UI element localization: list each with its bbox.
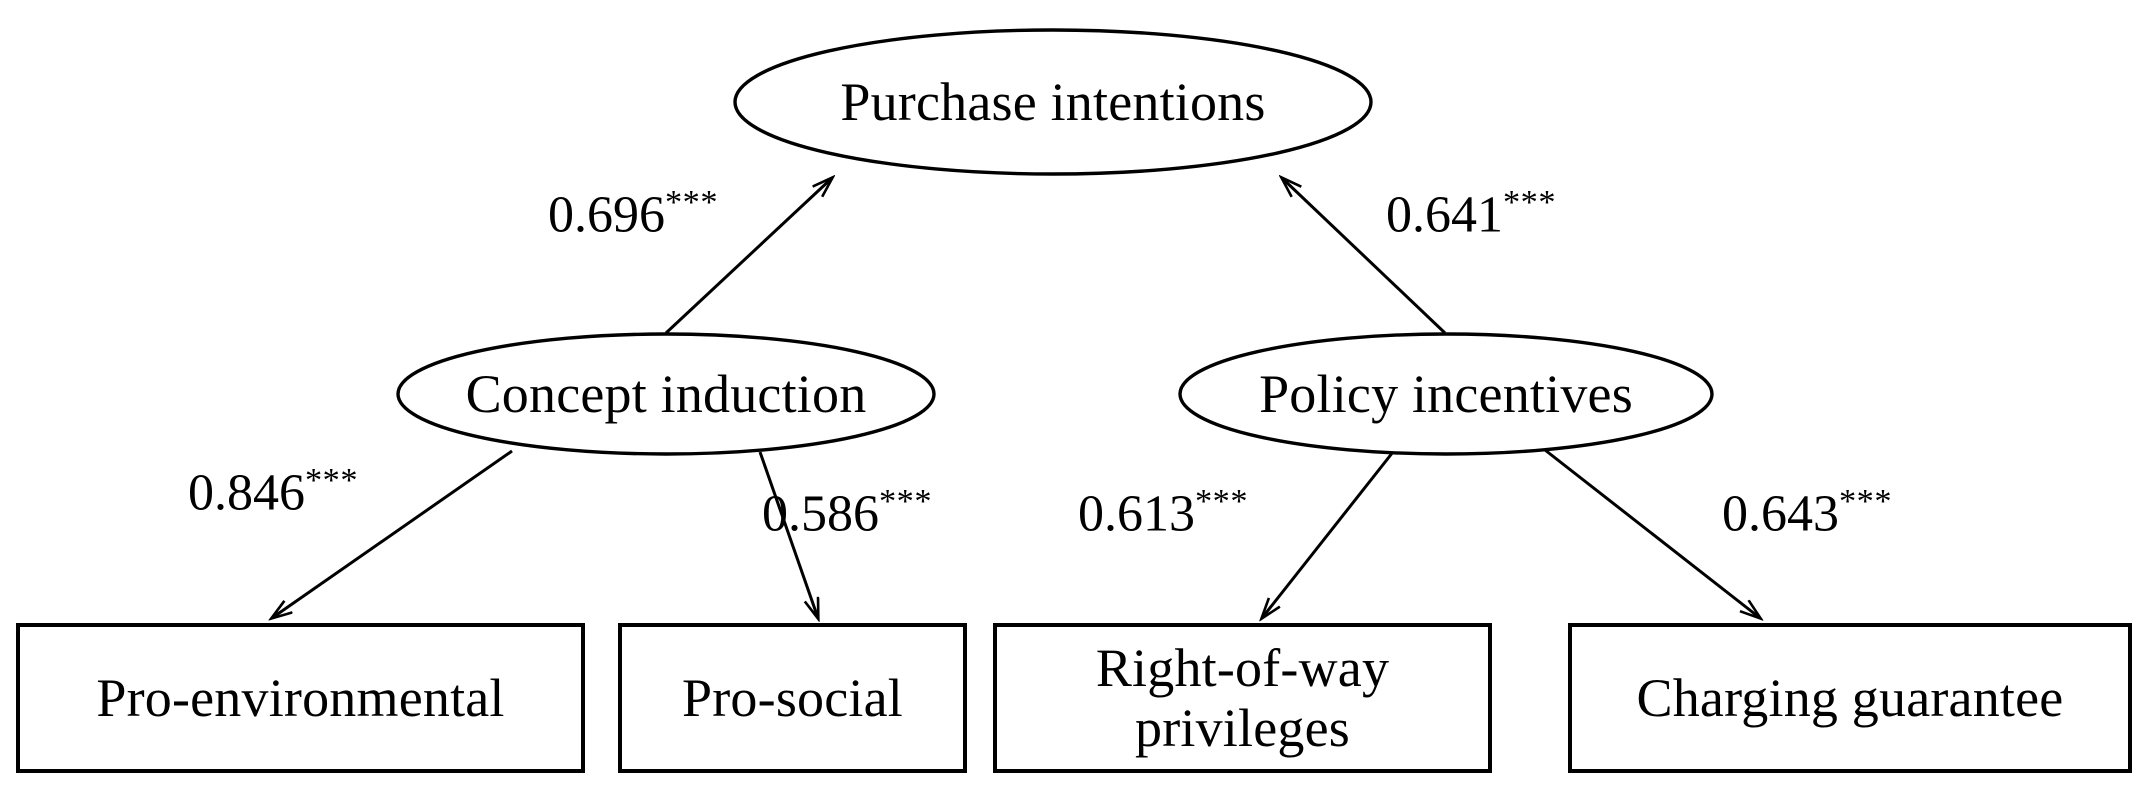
path-line-concept-to-proenv (272, 449, 513, 618)
coefficient-value: 0.643 (1722, 485, 1839, 543)
significance-stars: *** (1195, 482, 1248, 520)
node-shape-policy-incentives[interactable] (1178, 332, 1714, 456)
coefficient-value: 0.641 (1386, 186, 1503, 244)
significance-stars: *** (1839, 482, 1892, 520)
node-shape-pro-social[interactable] (618, 623, 967, 773)
node-shape-right-of-way-privileges[interactable] (993, 623, 1492, 773)
coefficient-value: 0.696 (548, 186, 665, 244)
path-line-policy-to-rightofway (1262, 451, 1395, 618)
significance-stars: *** (305, 461, 358, 499)
path-line-concept-to-prosocial (758, 451, 818, 618)
path-coefficient-concept-to-proenv: 0.846*** (188, 463, 358, 519)
path-coefficient-policy-to-rightofway: 0.613*** (1078, 484, 1248, 540)
path-line-concept-to-purchase (664, 178, 832, 335)
significance-stars: *** (665, 183, 718, 221)
coefficient-value: 0.846 (188, 464, 305, 522)
node-shape-pro-environmental[interactable] (16, 623, 585, 773)
node-shape-concept-induction[interactable] (396, 332, 936, 456)
path-line-policy-to-purchase (1282, 178, 1447, 335)
path-coefficient-policy-to-charging: 0.643*** (1722, 484, 1892, 540)
path-line-policy-to-charging (1544, 448, 1760, 618)
significance-stars: *** (879, 482, 932, 520)
node-shape-charging-guarantee[interactable] (1568, 623, 2132, 773)
path-coefficient-concept-to-purchase: 0.696*** (548, 185, 718, 241)
node-shape-purchase-intentions[interactable] (733, 28, 1373, 176)
significance-stars: *** (1503, 183, 1556, 221)
path-coefficient-policy-to-purchase: 0.641*** (1386, 185, 1556, 241)
coefficient-value: 0.586 (762, 485, 879, 543)
path-coefficient-concept-to-prosocial: 0.586*** (762, 484, 932, 540)
coefficient-value: 0.613 (1078, 485, 1195, 543)
